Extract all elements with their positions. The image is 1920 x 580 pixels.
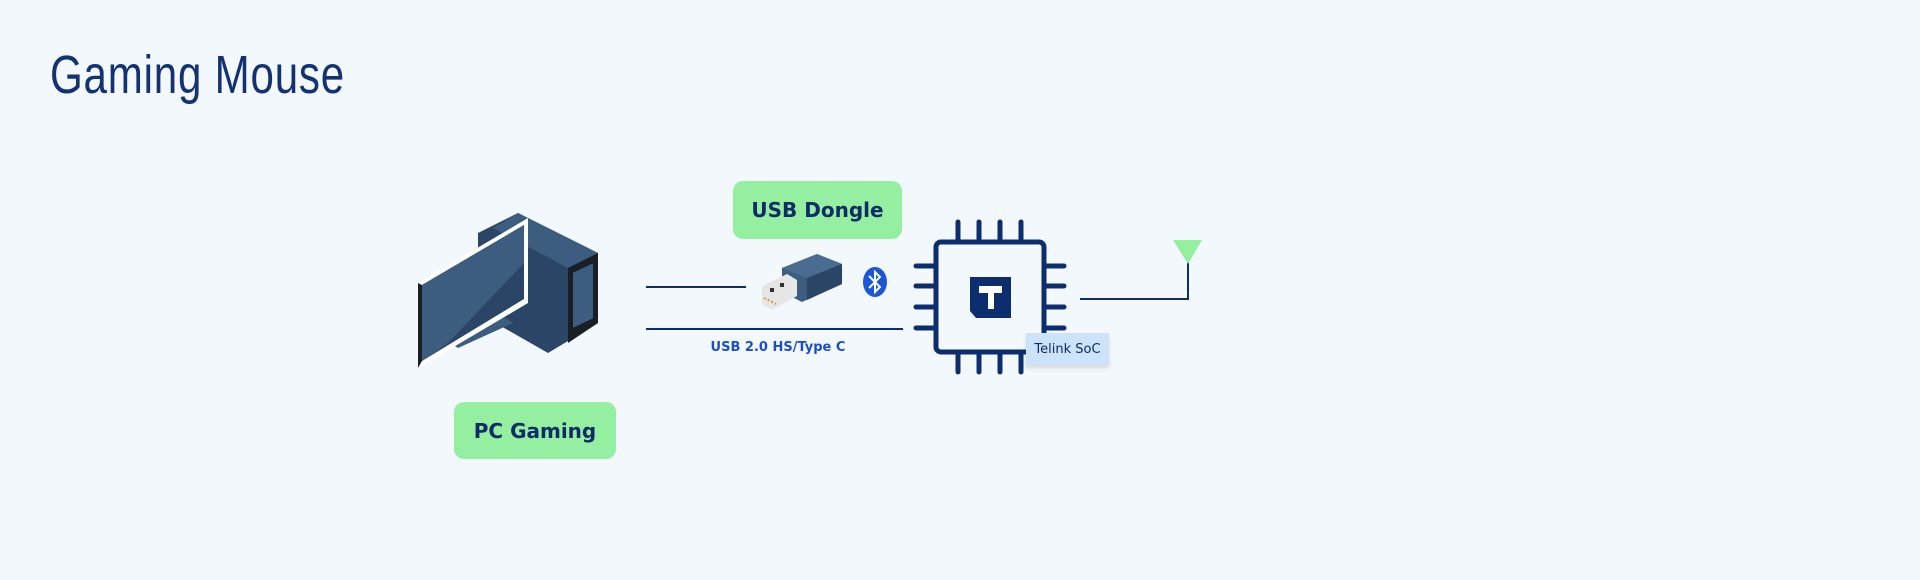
page-title: Gaming Mouse (50, 45, 345, 105)
pc-gaming-label: PC Gaming (454, 402, 616, 459)
telink-logo-icon (970, 277, 1011, 318)
bluetooth-icon (863, 267, 887, 297)
usb-connection-label: USB 2.0 HS/Type C (710, 340, 846, 355)
telink-soc-label: Telink SoC (1026, 333, 1109, 365)
desktop-computer-icon (418, 213, 598, 368)
wired-connection-line (646, 328, 903, 330)
usb-dongle-icon (762, 254, 842, 310)
usb-dongle-label: USB Dongle (733, 181, 902, 239)
wireless-connection-line (646, 286, 746, 288)
antenna-icon (1080, 240, 1202, 300)
chip-icon (913, 219, 1067, 375)
